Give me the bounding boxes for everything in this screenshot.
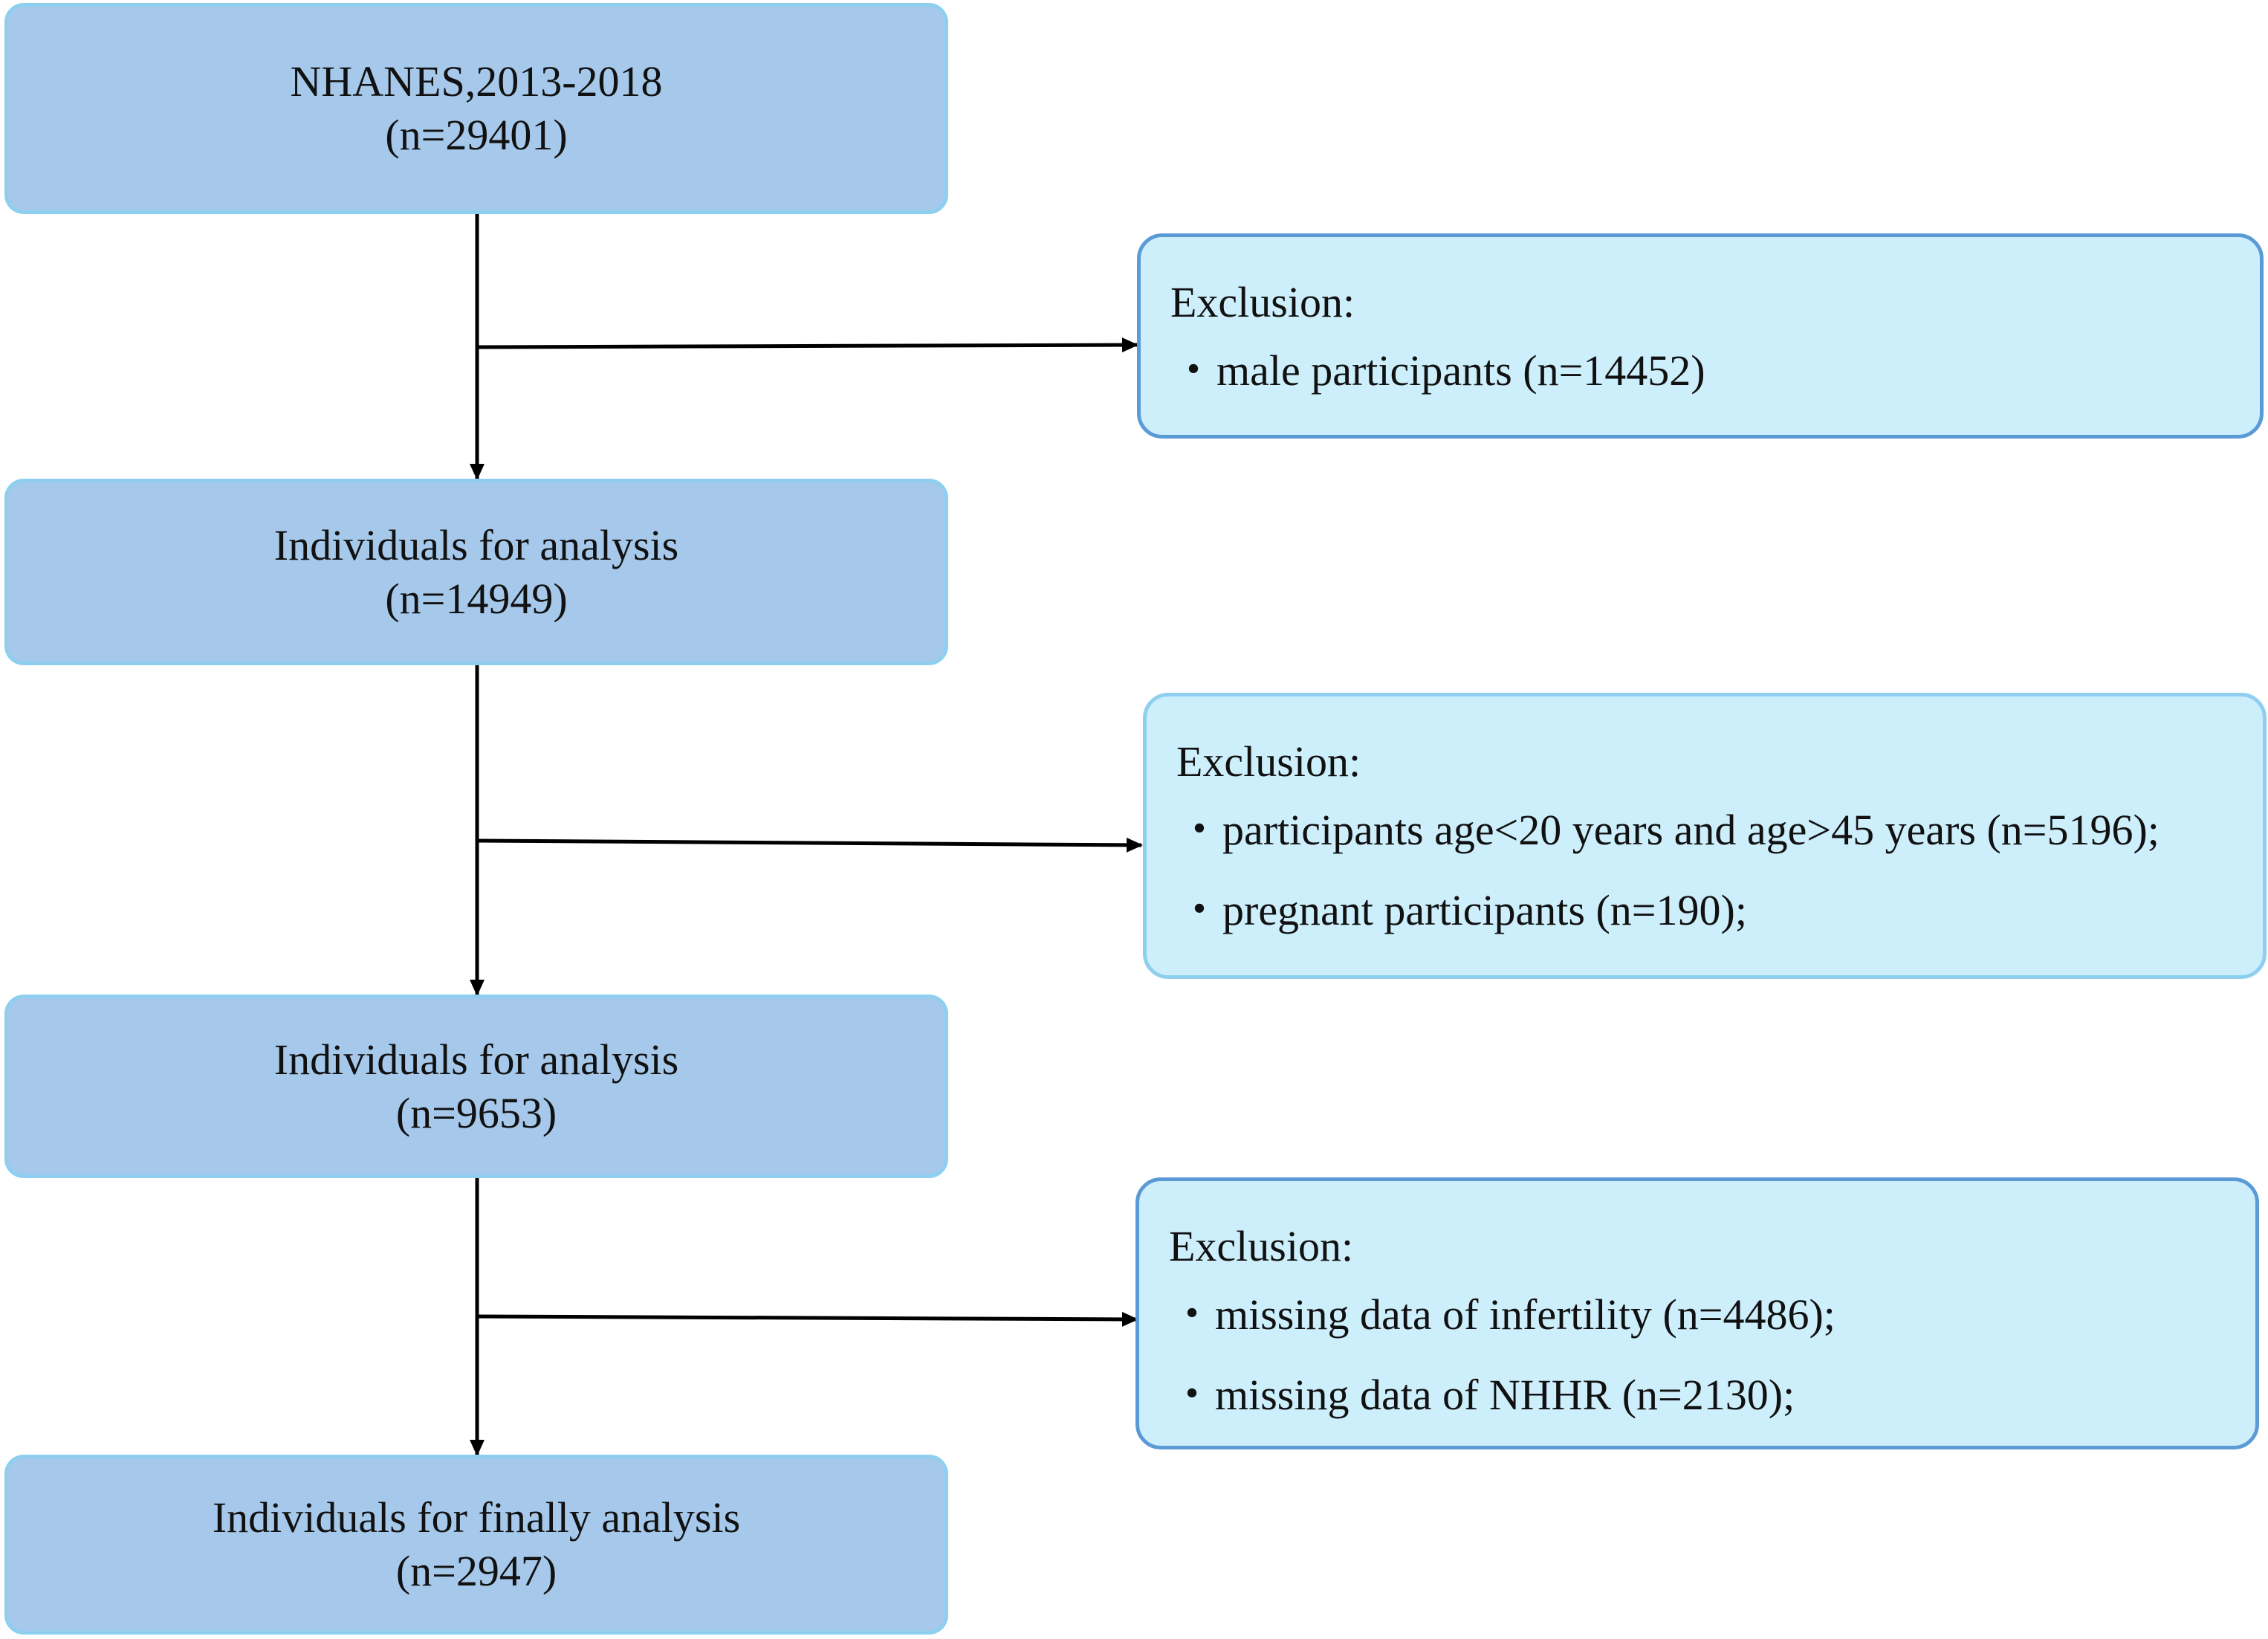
exclusion-box-2: Exclusion: ・ participants age<20 years a… [1143,693,2267,979]
bullet-dot-icon: ・ [1170,1290,1214,1339]
main-box-title: Individuals for finally analysis [212,1493,741,1542]
arrow-to-exclusion-3 [476,1311,1138,1327]
exclusion-item: ・ pregnant participants (n=190); [1176,884,2233,937]
exclusion-item-text: participants age<20 years and age>45 yea… [1222,806,2160,854]
exclusion-box-1: Exclusion: ・ male participants (n=14452) [1137,233,2264,439]
bullet-dot-icon: ・ [1170,1371,1214,1419]
exclusion-box-3: Exclusion: ・ missing data of infertility… [1135,1177,2259,1449]
bullet-dot-icon: ・ [1177,886,1221,934]
main-box-count: (n=2947) [395,1547,557,1595]
exclusion-item: ・ missing data of infertility (n=4486); [1169,1288,2226,1342]
main-box-individuals-2: Individuals for analysis (n=9653) [4,995,948,1178]
exclusion-item-text: missing data of infertility (n=4486); [1215,1290,1836,1339]
main-box-individuals-1: Individuals for analysis (n=14949) [4,479,948,665]
main-box-nhanes: NHANES,2013-2018 (n=29401) [4,3,948,214]
main-box-title: NHANES,2013-2018 [290,57,663,106]
main-box-title: Individuals for analysis [273,520,679,569]
exclusion-title: Exclusion: [1176,737,1361,786]
exclusion-item-text: missing data of NHHR (n=2130); [1215,1371,1795,1419]
exclusion-item: ・ participants age<20 years and age>45 y… [1176,804,2233,857]
arrow-to-exclusion-2 [476,837,1143,853]
arrow-to-exclusion-1 [476,337,1138,353]
main-box-count: (n=29401) [385,111,568,159]
main-box-count: (n=14949) [385,574,568,623]
bullet-dot-icon: ・ [1171,346,1215,395]
exclusion-item-text: male participants (n=14452) [1216,346,1705,395]
exclusion-title: Exclusion: [1169,1222,1354,1270]
main-box-final: Individuals for finally analysis (n=2947… [4,1455,948,1635]
exclusion-title: Exclusion: [1170,278,1355,326]
main-box-count: (n=9653) [395,1088,557,1137]
bullet-dot-icon: ・ [1177,806,1221,854]
exclusion-item: ・ male participants (n=14452) [1170,344,2230,398]
exclusion-item-text: pregnant participants (n=190); [1222,886,1747,934]
exclusion-item: ・ missing data of NHHR (n=2130); [1169,1368,2226,1422]
main-box-title: Individuals for analysis [273,1035,679,1084]
